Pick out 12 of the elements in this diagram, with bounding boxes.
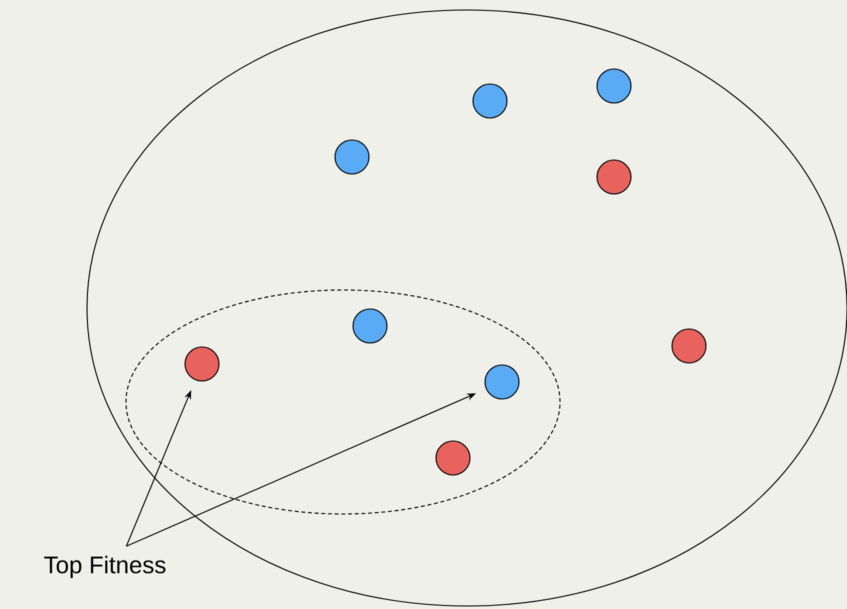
dot <box>671 328 707 364</box>
population-ellipse <box>86 9 847 607</box>
dot <box>484 364 520 400</box>
dot <box>596 68 632 104</box>
dot <box>596 159 632 195</box>
dot <box>435 440 471 476</box>
dot <box>472 83 508 119</box>
label-text: Top Fitness <box>44 556 166 578</box>
dashed-ellipse <box>125 289 561 515</box>
dot <box>184 346 220 382</box>
dot <box>334 139 370 175</box>
dot <box>352 308 388 344</box>
